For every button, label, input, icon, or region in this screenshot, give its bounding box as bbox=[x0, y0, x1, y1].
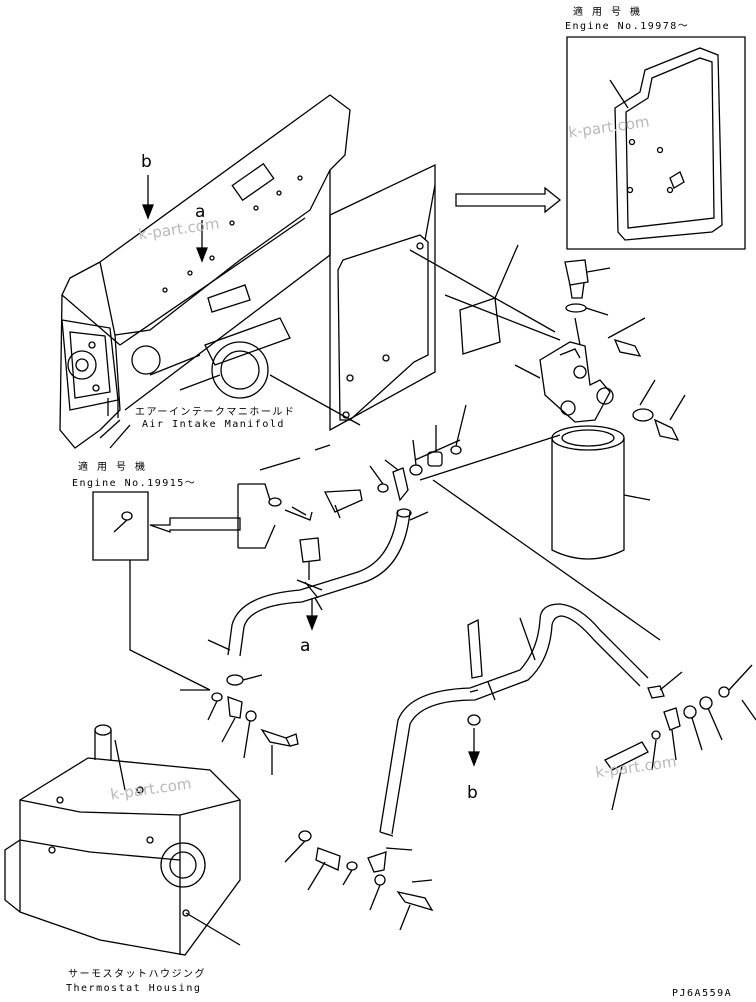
engine-left-label: 適 用 号 機 bbox=[78, 462, 147, 473]
hose-lower bbox=[380, 604, 756, 836]
lower-left-fittings bbox=[208, 675, 298, 775]
gasket-sheet bbox=[330, 165, 435, 430]
gasket-plate bbox=[460, 245, 518, 354]
lower-center-fittings bbox=[285, 831, 432, 930]
arrow-b-bottom bbox=[469, 728, 479, 765]
label-b-bottom: b bbox=[467, 783, 478, 803]
filter-cartridge bbox=[552, 426, 650, 559]
inset-engine-19915 bbox=[93, 484, 312, 690]
thermostat-jp: サーモスタットハウジング bbox=[68, 969, 206, 980]
arrow-a-bottom bbox=[307, 598, 317, 629]
leader-lines bbox=[180, 250, 560, 690]
arrow-a-top bbox=[197, 220, 207, 261]
engine-top-number: Engine No.19978～ bbox=[565, 21, 690, 32]
air-intake-en: Air Intake Manifold bbox=[142, 419, 285, 430]
inset-engine-19978 bbox=[567, 37, 745, 249]
thermostat-en: Thermostat Housing bbox=[66, 983, 202, 994]
thermostat-housing bbox=[5, 725, 240, 955]
arrow-b-top bbox=[143, 175, 153, 218]
air-intake-jp: エアーインテークマニホールド bbox=[135, 407, 296, 418]
label-a-top: a bbox=[195, 202, 206, 222]
label-a-bottom: a bbox=[300, 636, 311, 656]
fittings-row bbox=[325, 405, 660, 640]
filter-head bbox=[515, 260, 685, 440]
engine-top-label: 適 用 号 機 bbox=[573, 7, 642, 18]
drawing-code: PJ6A559A bbox=[672, 988, 733, 999]
engine-left-number: Engine No.19915～ bbox=[72, 478, 197, 489]
hollow-arrow-right bbox=[456, 188, 560, 212]
label-b-top: b bbox=[141, 152, 152, 172]
hose-upper bbox=[208, 509, 428, 656]
